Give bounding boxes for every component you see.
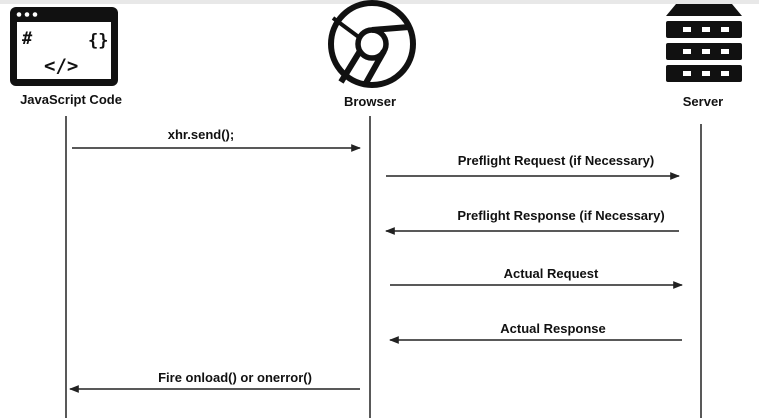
- chrome-browser-icon: [328, 0, 416, 88]
- message-fire-onload-onerror: Fire onload() or onerror(): [69, 370, 360, 393]
- message-label: Actual Request: [504, 266, 599, 281]
- message-label: xhr.send();: [168, 127, 234, 142]
- message-xhr-send: xhr.send();: [72, 127, 361, 152]
- message-preflight-response: Preflight Response (if Necessary): [385, 208, 679, 235]
- message-label: Preflight Request (if Necessary): [458, 153, 655, 168]
- message-preflight-request: Preflight Request (if Necessary): [386, 153, 680, 180]
- message-label: Fire onload() or onerror(): [158, 370, 312, 385]
- code-window-icon: # {} </>: [10, 7, 118, 86]
- actor-label-browser: Browser: [344, 94, 396, 109]
- message-label: Preflight Response (if Necessary): [457, 208, 664, 223]
- server-rack-icon: [666, 4, 742, 82]
- actor-label-server: Server: [683, 94, 723, 109]
- braces-glyph: {}: [88, 31, 108, 51]
- hash-glyph: #: [22, 29, 33, 49]
- actor-label-javascript-code: JavaScript Code: [20, 92, 122, 107]
- message-actual-request: Actual Request: [390, 266, 683, 289]
- message-actual-response: Actual Response: [389, 321, 682, 344]
- message-label: Actual Response: [500, 321, 605, 336]
- tag-glyph: </>: [44, 55, 78, 77]
